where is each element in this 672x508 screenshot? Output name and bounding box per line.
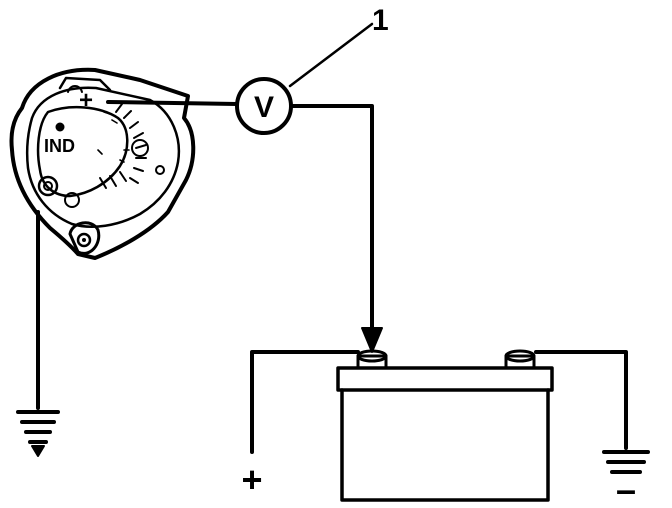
terminal-boss-right: [131, 139, 149, 157]
battery-case: [340, 388, 550, 502]
terminal-boss-small: [155, 165, 165, 175]
alternator-ind-label: IND: [44, 136, 75, 156]
alternator-body: [9, 67, 196, 260]
wire-battery-positive-lead: [250, 350, 360, 454]
callout-number: 1: [372, 4, 389, 37]
terminal-boss-mid: [64, 192, 80, 208]
battery: [336, 349, 554, 502]
wire-meter-to-battery: [289, 104, 374, 334]
alternator: [9, 67, 196, 260]
wire-alternator-to-meter: [106, 100, 239, 106]
voltmeter-symbol: V: [254, 91, 274, 124]
ground-symbol-alternator: [16, 410, 60, 457]
ground-symbol-battery: [602, 450, 650, 474]
mounting-lug: [68, 221, 101, 255]
alternator-flange: [58, 76, 112, 92]
terminal-boss-lower: [37, 175, 59, 197]
bplus-terminal-stud: [67, 85, 83, 93]
battery-lid: [336, 366, 554, 392]
battery-positive-post: [356, 349, 388, 370]
battery-negative-post: [504, 349, 536, 370]
alternator-rim: [25, 86, 181, 228]
battery-minus-label: –: [616, 469, 636, 508]
terminal-boss-lower-inner: [43, 181, 53, 191]
probe-arrow-head: [361, 327, 383, 353]
wire-battery-negative-lead: [534, 350, 628, 450]
battery-plus-label: +: [241, 459, 262, 500]
alternator-plus-label: +: [79, 87, 93, 114]
alternator-details: [97, 111, 130, 163]
ind-terminal-dot: [55, 122, 65, 132]
callout-leader-line: [288, 22, 374, 88]
ventilation-slots: [99, 103, 147, 189]
